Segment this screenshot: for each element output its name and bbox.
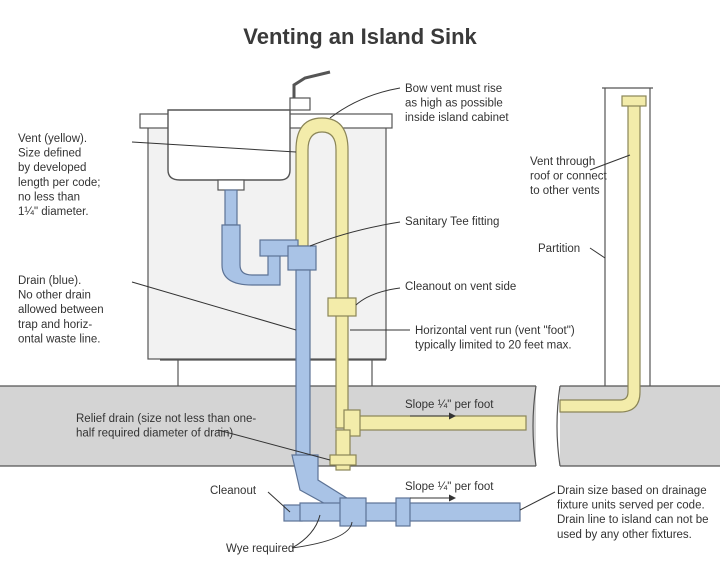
drain-pipe-blue xyxy=(221,189,521,527)
label-line: allowed between xyxy=(18,304,104,316)
label-wye-required: Wye required xyxy=(226,543,294,555)
label-line: no less than xyxy=(18,191,80,203)
label-line: Vent (yellow). xyxy=(18,133,87,145)
label-line: ontal waste line. xyxy=(18,333,100,345)
leader-lines xyxy=(131,87,631,549)
label-line: to other vents xyxy=(530,185,600,197)
label-line: Horizontal vent run (vent "foot") xyxy=(415,325,575,337)
label-line: used by any other fixtures. xyxy=(557,529,692,541)
slope-arrows xyxy=(410,412,456,502)
partition-wall xyxy=(602,87,653,386)
label-line: half required diameter of drain) xyxy=(76,428,233,440)
label-bow-vent: Bow vent must rise as high as possible ins… xyxy=(405,83,509,124)
label-line: fixture units served per code. xyxy=(557,500,705,512)
label-line: trap and horiz- xyxy=(18,319,92,331)
label-drain-size: Drain size based on drainage fixture unit… xyxy=(557,485,709,541)
label-slope-upper: Slope ¼" per foot xyxy=(405,399,494,411)
label-line: by developed xyxy=(18,162,86,174)
label-line: 1¼" diameter. xyxy=(18,206,89,218)
diagram-title: Venting an Island Sink xyxy=(243,24,477,49)
label-slope-lower: Slope ¼" per foot xyxy=(405,481,494,493)
label-line: Vent through xyxy=(530,156,595,168)
label-cleanout-vent: Cleanout on vent side xyxy=(405,281,516,293)
label-relief-drain: Relief drain (size not less than one-hal… xyxy=(76,413,256,440)
label-line: inside island cabinet xyxy=(405,112,509,124)
label-line: Cleanout on vent side xyxy=(405,281,516,293)
label-sanitary-tee: Sanitary Tee fitting xyxy=(405,216,499,228)
label-line: Drain line to island can not be xyxy=(557,514,709,526)
label-drain-blue: Drain (blue). No other drain allowed betwe… xyxy=(18,275,104,345)
label-line: Drain size based on drainage xyxy=(557,485,707,497)
label-line: Relief drain (size not less than one- xyxy=(76,413,256,425)
label-line: No other drain xyxy=(18,290,91,302)
vent-pipe-yellow xyxy=(295,95,647,471)
faucet-icon xyxy=(289,70,331,111)
sink-basin xyxy=(167,109,291,191)
label-line: Drain (blue). xyxy=(18,275,81,287)
label-line: typically limited to 20 feet max. xyxy=(415,340,572,352)
label-partition: Partition xyxy=(538,243,580,255)
label-line: as high as possible xyxy=(405,98,503,110)
label-line: Partition xyxy=(538,243,580,255)
annotation-labels: Vent (yellow). Size defined by developed le… xyxy=(18,83,709,555)
label-line: Slope ¼" per foot xyxy=(405,481,494,493)
label-line: Bow vent must rise xyxy=(405,83,502,95)
label-cleanout: Cleanout xyxy=(210,485,257,497)
label-line: roof or connect xyxy=(530,171,608,183)
label-line: Size defined xyxy=(18,148,81,160)
label-horizontal-vent: Horizontal vent run (vent "foot") typical… xyxy=(415,325,575,352)
label-line: Slope ¼" per foot xyxy=(405,399,494,411)
label-line: Cleanout xyxy=(210,485,257,497)
label-line: Wye required xyxy=(226,543,294,555)
label-line: Sanitary Tee fitting xyxy=(405,216,499,228)
label-vent-yellow: Vent (yellow). Size defined by developed le… xyxy=(18,133,100,218)
label-line: length per code; xyxy=(18,177,100,189)
label-vent-through: Vent through roof or connect to other vent… xyxy=(530,156,608,197)
